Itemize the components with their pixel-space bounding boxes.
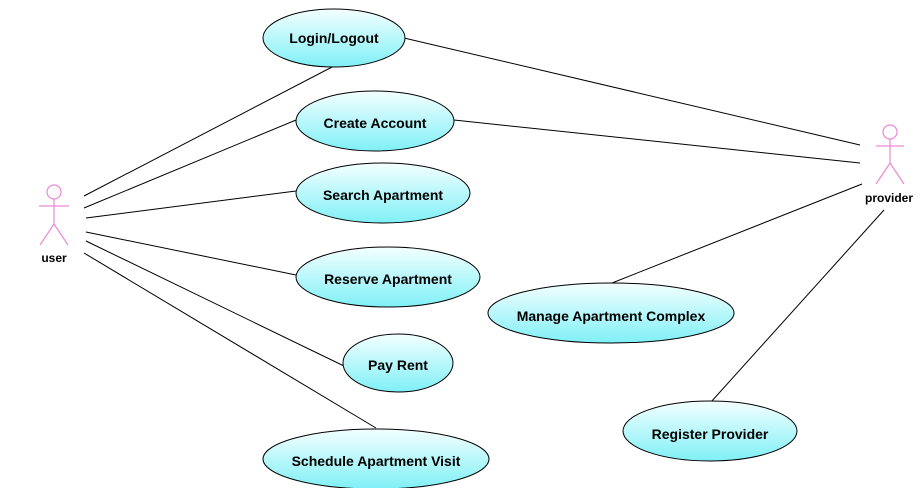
use-case-manage-complex[interactable]: Manage Apartment Complex [487, 282, 735, 344]
use-case-schedule-visit[interactable]: Schedule Apartment Visit [262, 428, 490, 488]
association-user-reserve-apartment[interactable] [85, 231, 297, 276]
association-provider-login[interactable] [403, 37, 861, 146]
use-case-pay-rent[interactable]: Pay Rent [342, 333, 454, 393]
use-case-ellipse[interactable] [622, 400, 798, 462]
actor-label: user [41, 251, 67, 265]
use-case-ellipse[interactable] [295, 246, 481, 308]
association-provider-create-account[interactable] [453, 119, 861, 164]
actor-provider[interactable]: provider [865, 124, 913, 205]
association-user-schedule-visit[interactable] [83, 252, 377, 429]
use-case-login[interactable]: Login/Logout [262, 8, 406, 68]
stick-figure-icon [875, 124, 905, 185]
use-case-label: Schedule Apartment Visit [292, 453, 461, 469]
use-case-register-provider[interactable]: Register Provider [622, 400, 798, 462]
use-case-ellipse[interactable] [262, 428, 490, 488]
use-case-label: Register Provider [652, 426, 769, 442]
use-case-ellipse[interactable] [487, 282, 735, 344]
actor-user[interactable]: user [39, 184, 69, 265]
association-provider-register[interactable] [710, 209, 885, 403]
associations [83, 37, 885, 429]
use-case-label: Create Account [324, 115, 427, 131]
stick-figure-icon [39, 184, 69, 246]
use-case-label: Pay Rent [368, 357, 428, 373]
association-user-pay-rent[interactable] [85, 240, 345, 367]
actor-label: provider [865, 191, 913, 205]
use-case-ellipse[interactable] [342, 333, 454, 393]
use-case-ellipse[interactable] [295, 162, 471, 224]
use-case-ellipse[interactable] [262, 8, 406, 68]
use-case-label: Manage Apartment Complex [517, 308, 706, 324]
association-user-create-account[interactable] [83, 119, 297, 209]
use-case-label: Reserve Apartment [324, 271, 452, 287]
use-case-reserve-apartment[interactable]: Reserve Apartment [295, 246, 481, 308]
association-user-login[interactable] [83, 65, 335, 197]
use-case-search-apartment[interactable]: Search Apartment [295, 162, 471, 224]
use-case-label: Login/Logout [289, 30, 379, 46]
association-user-search-apartment[interactable] [85, 190, 297, 219]
association-provider-manage-complex[interactable] [611, 183, 863, 284]
use-case-ellipse[interactable] [295, 90, 455, 152]
use-case-label: Search Apartment [323, 187, 443, 203]
use-case-create-account[interactable]: Create Account [295, 90, 455, 152]
